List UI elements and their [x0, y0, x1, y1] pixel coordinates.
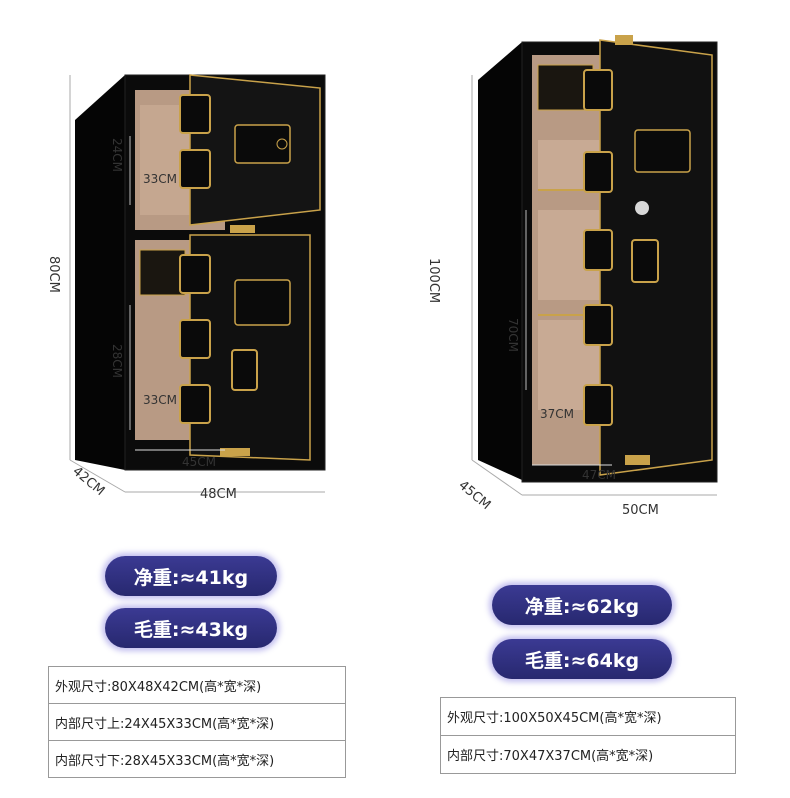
- table-row: 内部尺寸下:28X45X33CM(高*宽*深): [48, 740, 346, 778]
- left-gross-weight-badge: 毛重:≈43kg: [105, 608, 277, 648]
- left-outer-width-label: 48CM: [200, 487, 237, 502]
- left-inner-width-label: 45CM: [182, 455, 217, 469]
- right-net-weight-badge: 净重:≈62kg: [492, 585, 672, 625]
- right-spec-exterior: 外观尺寸:100X50X45CM(高*宽*深): [440, 697, 736, 736]
- right-outer-width-label: 50CM: [622, 503, 659, 518]
- left-lower-depth-label: 33CM: [143, 393, 178, 407]
- left-lower-height-label: 28CM: [110, 344, 124, 379]
- right-gross-weight-badge: 毛重:≈64kg: [492, 639, 672, 679]
- table-row: 内部尺寸上:24X45X33CM(高*宽*深): [48, 703, 346, 741]
- left-upper-depth-label: 33CM: [143, 172, 178, 186]
- left-spec-table: 外观尺寸:80X48X42CM(高*宽*深) 内部尺寸上:24X45X33CM(…: [48, 666, 346, 778]
- table-row: 外观尺寸:100X50X45CM(高*宽*深): [440, 697, 736, 736]
- left-spec-interior-lower: 内部尺寸下:28X45X33CM(高*宽*深): [48, 740, 346, 778]
- right-inner-depth-label: 37CM: [540, 407, 575, 421]
- left-safe-illustration: [69, 74, 326, 493]
- left-net-weight-badge: 净重:≈41kg: [105, 556, 277, 596]
- right-inner-height-label: 70CM: [506, 318, 520, 353]
- right-inner-width-label: 47CM: [582, 468, 617, 482]
- table-row: 外观尺寸:80X48X42CM(高*宽*深): [48, 666, 346, 704]
- right-spec-interior: 内部尺寸:70X47X37CM(高*宽*深): [440, 735, 736, 774]
- left-spec-interior-upper: 内部尺寸上:24X45X33CM(高*宽*深): [48, 703, 346, 741]
- table-row: 内部尺寸:70X47X37CM(高*宽*深): [440, 735, 736, 774]
- left-upper-height-label: 24CM: [110, 138, 124, 173]
- right-safe-illustration: [471, 35, 718, 496]
- right-total-height-label: 100CM: [426, 258, 441, 304]
- left-total-height-label: 80CM: [46, 256, 61, 293]
- left-spec-exterior: 外观尺寸:80X48X42CM(高*宽*深): [48, 666, 346, 704]
- right-spec-table: 外观尺寸:100X50X45CM(高*宽*深) 内部尺寸:70X47X37CM(…: [440, 697, 736, 774]
